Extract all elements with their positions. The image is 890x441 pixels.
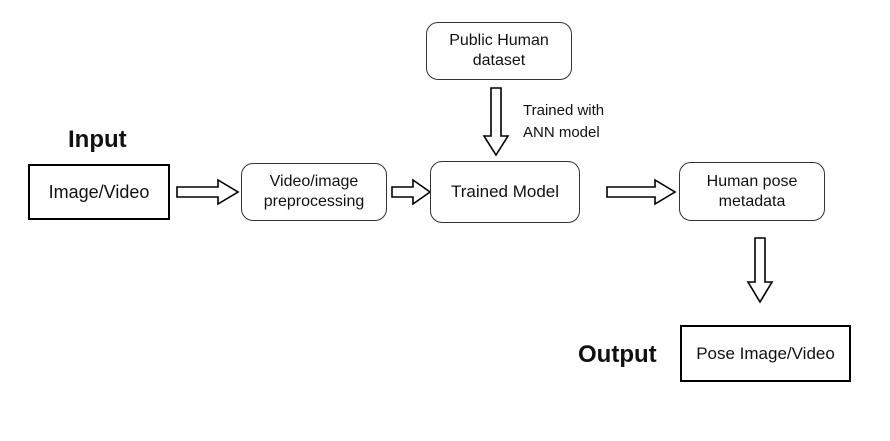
- trained-model-box: Trained Model: [430, 161, 580, 223]
- arrow-input-to-preprocessing: [176, 178, 240, 206]
- input-heading: Input: [68, 126, 127, 153]
- trained-with-ann-label: Trained with ANN model: [523, 102, 605, 141]
- arrow-metadata-to-output: [746, 237, 774, 304]
- pose-image-video-output-box: Pose Image/Video: [680, 325, 851, 382]
- image-video-input-box: Image/Video: [28, 164, 170, 220]
- preprocessing-box: Video/image preprocessing: [241, 163, 387, 221]
- arrow-preprocessing-to-model: [391, 178, 432, 206]
- arrow-dataset-to-model: [482, 87, 510, 157]
- human-pose-metadata-box: Human pose metadata: [679, 162, 825, 221]
- public-human-dataset-box: Public Human dataset: [426, 22, 572, 80]
- arrow-model-to-metadata: [606, 178, 677, 206]
- output-heading: Output: [578, 341, 657, 368]
